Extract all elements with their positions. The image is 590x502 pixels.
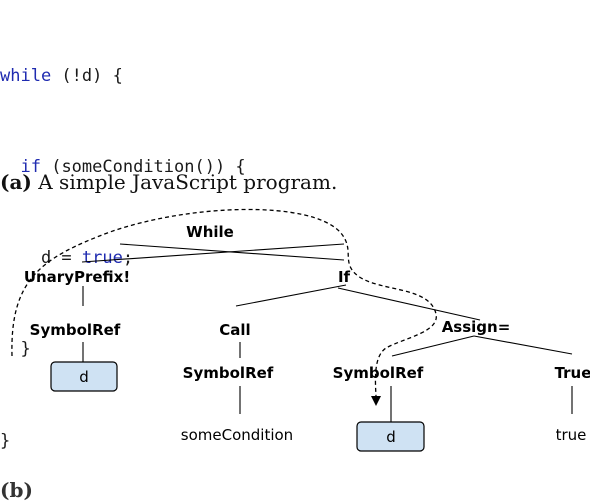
- caption-b-tag: (b): [0, 478, 33, 502]
- caption-a: (a) A simple JavaScript program.: [0, 170, 337, 194]
- edge-assign-true: [473, 335, 573, 355]
- code-keyword: true: [81, 248, 123, 269]
- code-line-1: while (!d) {: [0, 61, 246, 91]
- caption-b: (b): [0, 478, 33, 502]
- ast-diagram: While UnaryPrefix! If SymbolRef Call Ass…: [11, 208, 590, 452]
- code-text: ;: [122, 248, 134, 269]
- node-symbolref-left: SymbolRef: [30, 321, 121, 339]
- caption-a-tag: (a): [0, 170, 32, 194]
- node-symbolref-call: SymbolRef: [183, 364, 274, 382]
- edge-if-assign: [337, 287, 481, 321]
- code-line-3: d = true;: [0, 243, 246, 273]
- node-symbolref-assign: SymbolRef: [333, 364, 424, 382]
- node-while: While: [186, 223, 234, 241]
- node-box-d-left: [50, 361, 118, 392]
- node-d-right: d: [386, 428, 396, 446]
- code-text: (someCondition()) {: [40, 157, 246, 178]
- node-if: If: [338, 268, 351, 286]
- edge-while-if: [119, 243, 345, 261]
- arrowhead-icon: [371, 396, 381, 406]
- node-some-condition: someCondition: [181, 426, 293, 444]
- node-call: Call: [219, 321, 250, 339]
- code-text: (!d) {: [51, 65, 123, 86]
- code-text: d =: [0, 248, 82, 269]
- node-unary-prefix: UnaryPrefix!: [24, 268, 130, 286]
- code-line-4: }: [0, 334, 246, 364]
- caption-a-text: A simple JavaScript program.: [31, 170, 338, 194]
- code-keyword: if: [20, 157, 41, 178]
- code-keyword: while: [0, 65, 52, 86]
- edge-assign-symbolref: [391, 335, 475, 357]
- node-box-d-right: [356, 421, 425, 452]
- code-line-2: if (someCondition()) {: [0, 152, 246, 182]
- edge-while-unary: [81, 243, 345, 263]
- edge-if-call: [235, 284, 347, 307]
- code-text: }: [0, 339, 31, 360]
- node-d-left: d: [79, 368, 89, 386]
- node-true: True: [555, 364, 590, 382]
- node-true-leaf: true: [556, 426, 587, 444]
- code-line-5: }: [0, 426, 246, 456]
- code-listing: while (!d) { if (someCondition()) { d = …: [0, 0, 246, 486]
- node-assign: Assign=: [442, 318, 511, 336]
- dataflow-dashed-arrow: [11, 208, 437, 397]
- code-text: }: [0, 430, 11, 451]
